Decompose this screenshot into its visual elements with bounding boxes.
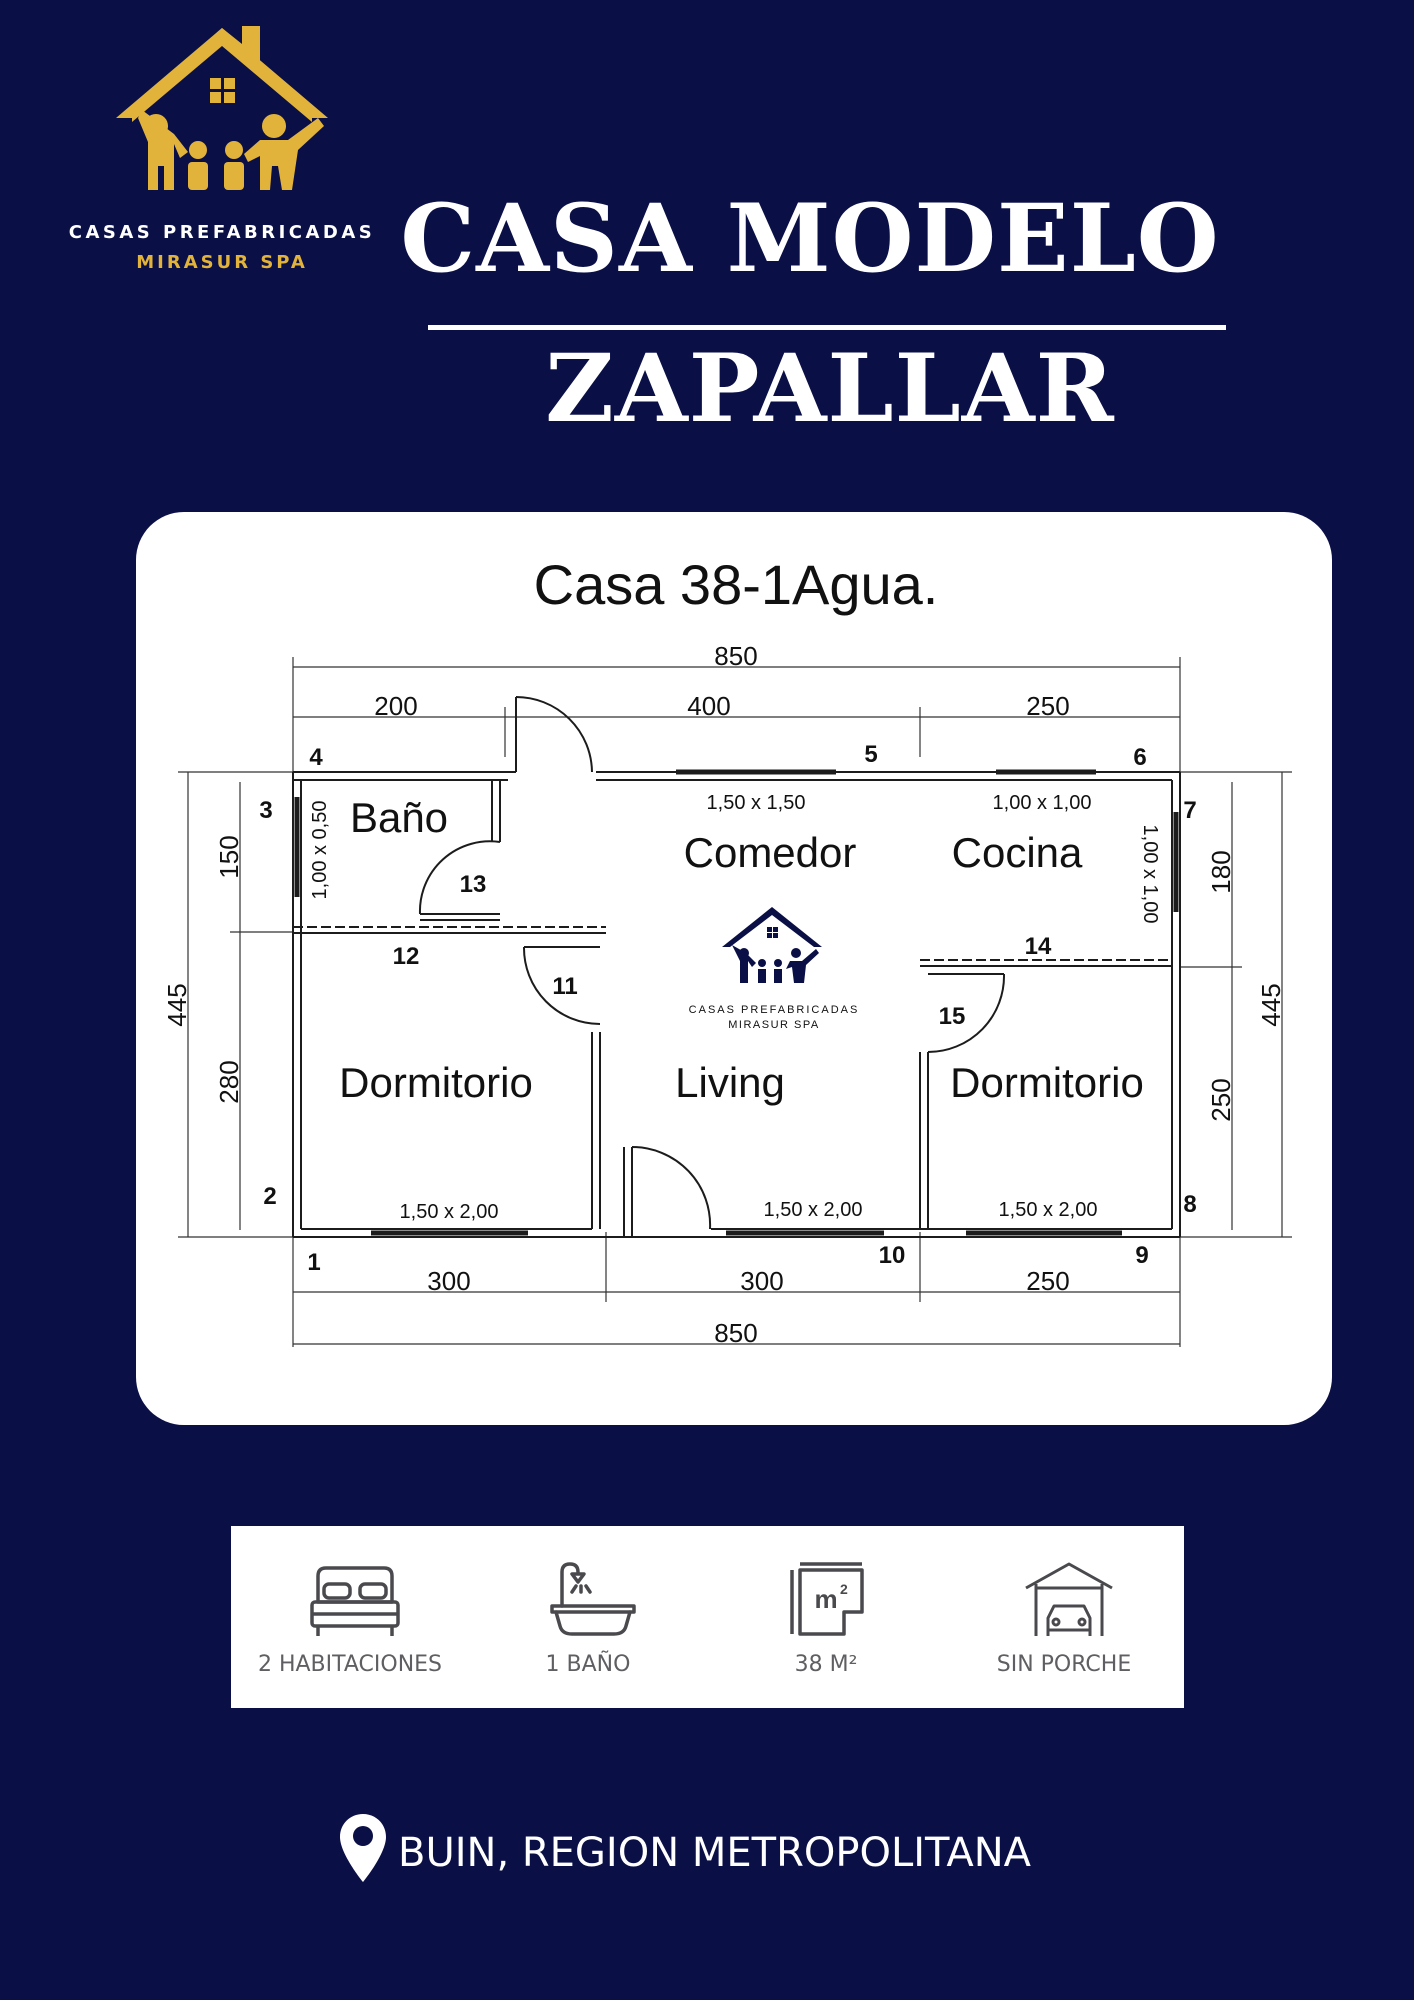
- point-label: 12: [393, 943, 420, 970]
- watermark-line2: MIRASUR SPA: [728, 1019, 819, 1031]
- plan-heading: Casa 38-1Agua.: [534, 553, 939, 616]
- dim-top-1: 200: [374, 691, 417, 721]
- feature-porch: SIN PORCHE: [945, 1526, 1183, 1708]
- dim-left-total: 445: [162, 983, 192, 1026]
- page-title: CASA MODELO: [400, 184, 1220, 294]
- point-label: 7: [1183, 797, 1196, 824]
- feature-bathrooms: 1 BAÑO: [469, 1526, 707, 1708]
- brand-logo: CASAS PREFABRICADAS MIRASUR SPA: [52, 26, 392, 286]
- point-label: 13: [460, 871, 487, 898]
- dim-top-total: 850: [714, 641, 757, 671]
- window-label: 1,00 x 1,00: [1139, 825, 1161, 924]
- feature-label: 38 M²: [794, 1652, 858, 1677]
- point-label: 9: [1135, 1242, 1148, 1269]
- point-label: 5: [864, 741, 877, 768]
- dim-bottom-total: 850: [714, 1318, 757, 1348]
- svg-text:2: 2: [840, 1581, 848, 1597]
- point-label: 11: [552, 973, 577, 1000]
- area-m2-icon: m 2: [790, 1562, 864, 1636]
- room-cocina: Cocina: [952, 829, 1083, 876]
- feature-label: 1 BAÑO: [545, 1652, 631, 1677]
- dim-left-1: 150: [214, 835, 244, 878]
- area-icon-text: m: [814, 1584, 837, 1614]
- point-label: 6: [1133, 744, 1146, 771]
- point-label: 4: [309, 744, 323, 771]
- house-family-logo-icon: [116, 26, 328, 190]
- watermark-logo-icon: [722, 907, 822, 983]
- location: BUIN, REGION METROPOLITANA: [338, 1812, 1138, 1882]
- dim-right-2: 250: [1206, 1078, 1236, 1121]
- point-label: 10: [879, 1242, 906, 1269]
- window-label: 1,50 x 1,50: [707, 792, 806, 814]
- window-label: 1,50 x 2,00: [999, 1199, 1098, 1221]
- window-label: 1,00 x 1,00: [993, 792, 1092, 814]
- point-label: 14: [1025, 933, 1052, 960]
- window-label: 1,50 x 2,00: [400, 1201, 499, 1223]
- point-label: 1: [307, 1249, 320, 1276]
- bed-icon: [310, 1566, 400, 1636]
- location-text: BUIN, REGION METROPOLITANA: [398, 1830, 1032, 1876]
- feature-area: m 2 38 M²: [707, 1526, 945, 1708]
- dim-top-2: 400: [687, 691, 730, 721]
- point-label: 15: [939, 1003, 966, 1030]
- dim-left-2: 280: [214, 1060, 244, 1103]
- feature-label: 2 HABITACIONES: [257, 1652, 443, 1677]
- room-comedor: Comedor: [684, 829, 857, 876]
- room-dormitorio-left: Dormitorio: [339, 1059, 533, 1106]
- dim-right-1: 180: [1206, 850, 1236, 893]
- window-label: 1,50 x 2,00: [764, 1199, 863, 1221]
- dim-bottom-2: 300: [740, 1266, 783, 1296]
- features-bar: 2 HABITACIONES 1 BAÑO m 2 38 M: [231, 1526, 1184, 1708]
- room-bano: Baño: [350, 794, 448, 841]
- bathtub-icon: [550, 1562, 636, 1636]
- dim-bottom-1: 300: [427, 1266, 470, 1296]
- garage-icon: [1025, 1562, 1113, 1636]
- watermark-line1: CASAS PREFABRICADAS: [689, 1004, 860, 1016]
- brand-subname: MIRASUR SPA: [136, 252, 308, 273]
- floor-plan: .w { stroke: #1c1c1c; stroke-width: 2; f…: [162, 553, 1292, 1348]
- page-subtitle: ZAPALLAR: [545, 334, 1115, 444]
- location-pin-icon: [340, 1814, 386, 1882]
- point-label: 2: [263, 1183, 276, 1210]
- room-dormitorio-right: Dormitorio: [950, 1059, 1144, 1106]
- brand-name: CASAS PREFABRICADAS: [68, 222, 376, 243]
- window-label: 1,00 x 0,50: [309, 801, 331, 900]
- title-divider: [428, 325, 1226, 330]
- feature-label: SIN PORCHE: [996, 1652, 1132, 1677]
- floor-plan-card: .w { stroke: #1c1c1c; stroke-width: 2; f…: [136, 512, 1332, 1425]
- dim-bottom-3: 250: [1026, 1266, 1069, 1296]
- point-label: 3: [259, 797, 272, 824]
- point-label: 8: [1183, 1191, 1196, 1218]
- room-living: Living: [675, 1059, 785, 1106]
- dim-top-3: 250: [1026, 691, 1069, 721]
- dim-right-total: 445: [1256, 983, 1286, 1026]
- feature-bedrooms: 2 HABITACIONES: [231, 1526, 469, 1708]
